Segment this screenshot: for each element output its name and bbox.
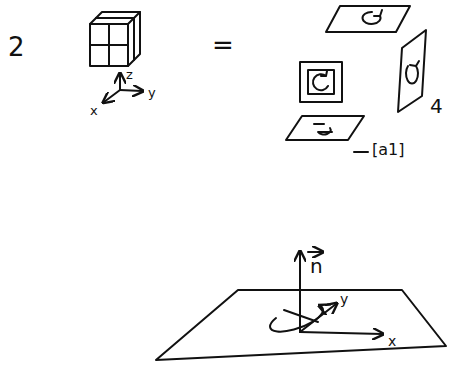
exploded-faces [286, 6, 426, 152]
axis-label: x [90, 104, 98, 117]
axis-label: y [148, 86, 156, 99]
plane-sketch [156, 252, 446, 360]
note-number: 4 [430, 96, 443, 116]
axes-sketch [104, 74, 142, 102]
figure-number: 2 [8, 34, 25, 60]
axis-label: z [126, 68, 133, 81]
axis-label: x [388, 334, 396, 348]
normal-vector-label: n [310, 256, 323, 276]
equals-sign: = [212, 32, 234, 58]
reference-label: [a1] [372, 142, 404, 158]
axis-label: y [340, 292, 348, 306]
cube-sketch [90, 12, 140, 66]
